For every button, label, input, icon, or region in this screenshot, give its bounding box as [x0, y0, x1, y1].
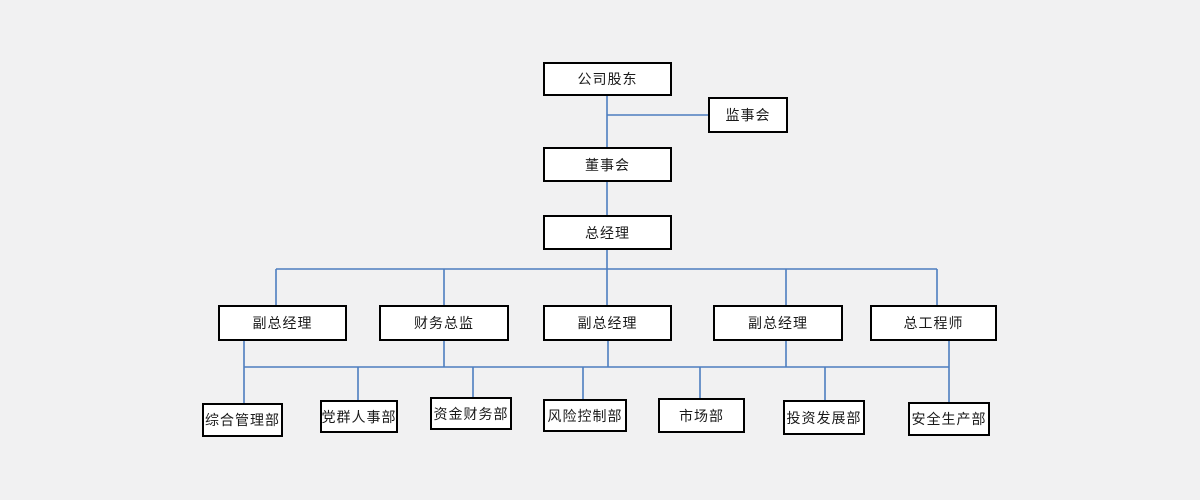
node-deputy-gm-3: 副总经理 — [713, 305, 843, 341]
node-dept-party-hr: 党群人事部 — [320, 400, 398, 433]
node-dept-funds-finance: 资金财务部 — [430, 397, 512, 430]
node-chief-engineer: 总工程师 — [870, 305, 997, 341]
node-shareholders: 公司股东 — [543, 62, 672, 96]
node-board-of-directors: 董事会 — [543, 147, 672, 182]
node-dept-safety-production: 安全生产部 — [908, 402, 990, 436]
node-supervisory-board: 监事会 — [708, 97, 788, 133]
node-deputy-gm-1: 副总经理 — [218, 305, 347, 341]
node-dept-risk-control: 风险控制部 — [543, 399, 627, 432]
node-cfo: 财务总监 — [379, 305, 509, 341]
node-general-manager: 总经理 — [543, 215, 672, 250]
node-deputy-gm-2: 副总经理 — [543, 305, 672, 341]
node-dept-market: 市场部 — [658, 398, 745, 433]
node-dept-investment-dev: 投资发展部 — [783, 400, 865, 435]
node-dept-general-admin: 综合管理部 — [202, 403, 283, 437]
